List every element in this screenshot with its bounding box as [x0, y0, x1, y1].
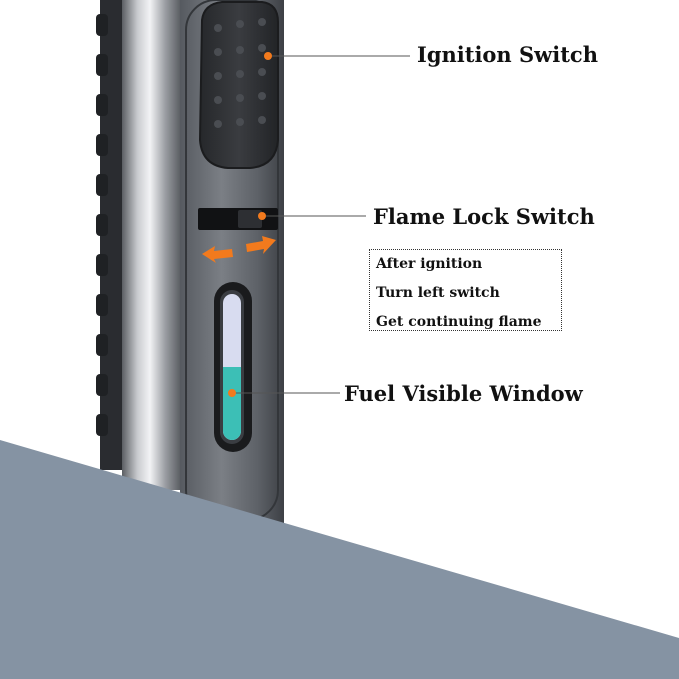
grip-ridges — [96, 0, 126, 470]
slanted-panel — [0, 440, 679, 679]
fuel-visible-window-label: Fuel Visible Window — [344, 381, 583, 406]
flame-lock-switch-label: Flame Lock Switch — [373, 204, 595, 229]
instruction-line: Turn left switch — [376, 285, 500, 301]
flame-lock-marker — [258, 212, 266, 220]
chrome-strip — [122, 0, 184, 490]
fuel-level-fill — [223, 367, 241, 440]
ignition-switch-label: Ignition Switch — [417, 42, 598, 67]
fuel-marker — [228, 389, 236, 397]
instruction-box: After ignition Turn left switch Get cont… — [369, 249, 562, 331]
instruction-line: Get continuing flame — [376, 314, 542, 330]
instruction-line: After ignition — [376, 256, 483, 272]
leader-lines — [232, 55, 410, 394]
ignition-button — [198, 0, 279, 169]
flame-lock-slot — [198, 208, 278, 230]
left-arrow-icon — [202, 246, 233, 263]
right-arrow-icon — [246, 236, 276, 254]
ignition-marker — [264, 52, 272, 60]
fuel-window — [214, 282, 252, 452]
